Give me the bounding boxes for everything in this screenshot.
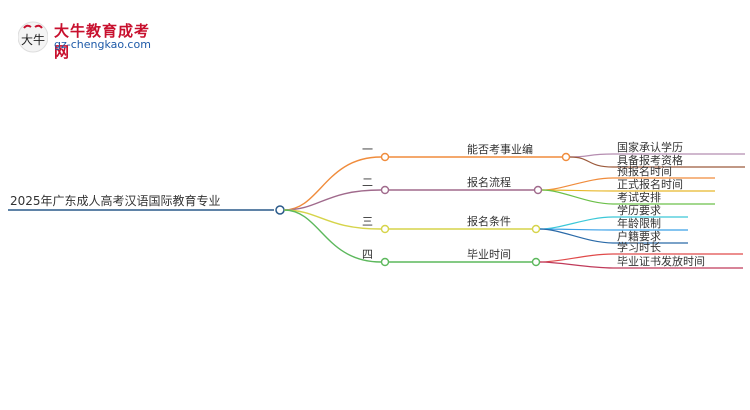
site-logo[interactable]: 大牛 大牛教育成考网 gz-chengkao.com [18, 18, 158, 61]
branch-mid-node-2 [380, 185, 390, 195]
branch-mid-node-4 [380, 257, 390, 267]
branch-number-2: 二 [362, 176, 373, 189]
branch-mid-node-3 [380, 224, 390, 234]
branch-label-3: 报名条件 [467, 214, 511, 228]
child-label-3-1: 学历要求 [617, 203, 661, 217]
child-label-3-3: 户籍要求 [617, 229, 661, 243]
branch-end-node-1 [561, 152, 571, 162]
root-node-circle [275, 205, 285, 215]
branch-connector-3 [283, 209, 382, 230]
brand-name: 大牛教育成考网 [54, 22, 151, 61]
child-connector-2-1 [541, 177, 614, 191]
child-connector-4-2 [539, 261, 614, 269]
branch-number-4: 四 [362, 248, 373, 261]
logo-mark-text: 大牛 [21, 32, 45, 47]
branch-number-1: 一 [362, 143, 373, 156]
child-label-1-2: 具备报考资格 [617, 153, 683, 167]
branch-label-1: 能否考事业编 [467, 142, 533, 156]
child-connector-3-3 [539, 228, 614, 244]
branch-number-3: 三 [362, 215, 373, 228]
child-connector-3-1 [539, 216, 614, 230]
brand-url: gz-chengkao.com [54, 38, 151, 51]
branch-connector-4 [283, 209, 382, 263]
child-label-1-1: 国家承认学历 [617, 140, 683, 154]
branch-connector-2 [283, 189, 382, 211]
child-label-3-2: 年龄限制 [617, 216, 661, 230]
child-label-2-1: 预报名时间 [617, 164, 672, 178]
child-connector-4-1 [539, 253, 614, 263]
branch-label-2: 报名流程 [467, 175, 511, 189]
root-node-label: 2025年广东成人高考汉语国际教育专业 [10, 193, 221, 208]
child-connector-2-3 [541, 189, 614, 205]
child-label-4-1: 学习时长 [617, 240, 661, 254]
child-connector-1-2 [569, 156, 614, 168]
branch-end-node-4 [531, 257, 541, 267]
branch-connector-1 [283, 156, 382, 211]
child-label-4-2: 毕业证书发放时间 [617, 254, 705, 268]
bull-logo-icon: 大牛 [18, 21, 48, 53]
branch-mid-node-1 [380, 152, 390, 162]
branch-label-4: 毕业时间 [467, 248, 511, 261]
child-label-2-3: 考试安排 [617, 190, 661, 204]
child-label-2-2: 正式报名时间 [617, 177, 683, 191]
branch-end-node-2 [533, 185, 543, 195]
child-connector-1-1 [569, 153, 614, 158]
branch-end-node-3 [531, 224, 541, 234]
